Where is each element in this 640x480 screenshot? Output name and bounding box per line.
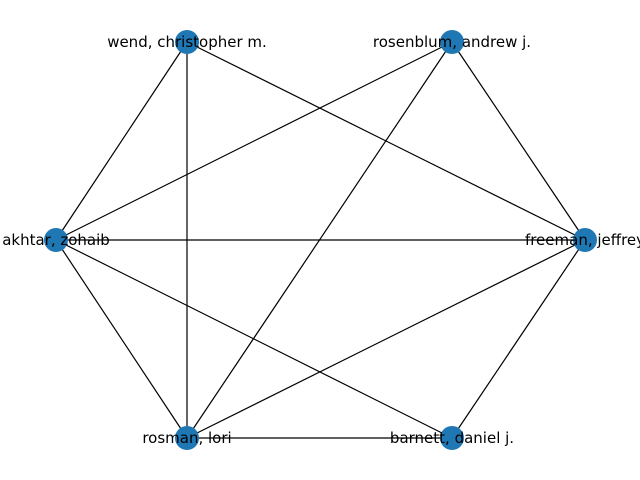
edge-rosenblum-freeman	[451, 41, 586, 241]
edges-layer	[55, 41, 586, 439]
edge-freeman-barnett	[451, 239, 586, 439]
edge-freeman-rosman	[186, 239, 586, 439]
node-freeman	[573, 228, 597, 252]
node-wend	[175, 30, 199, 54]
edge-akhtar-rosman	[55, 239, 188, 439]
nodes-layer	[44, 30, 597, 450]
edge-wend-akhtar	[55, 41, 188, 241]
node-label-rosman: rosman, lori	[142, 429, 231, 447]
node-rosman	[175, 426, 199, 450]
node-label-wend: wend, christopher m.	[107, 33, 267, 51]
node-label-freeman: freeman, jeffrey	[525, 231, 640, 249]
edge-akhtar-barnett	[55, 239, 453, 439]
node-label-barnett: barnett, daniel j.	[390, 429, 514, 447]
node-akhtar	[44, 228, 68, 252]
edge-rosenblum-akhtar	[55, 41, 453, 241]
node-barnett	[440, 426, 464, 450]
node-label-rosenblum: rosenblum, andrew j.	[373, 33, 531, 51]
node-rosenblum	[440, 30, 464, 54]
labels-layer: wend, christopher m. rosenblum, andrew j.…	[2, 33, 640, 447]
node-label-akhtar: akhtar, zohaib	[2, 231, 110, 249]
